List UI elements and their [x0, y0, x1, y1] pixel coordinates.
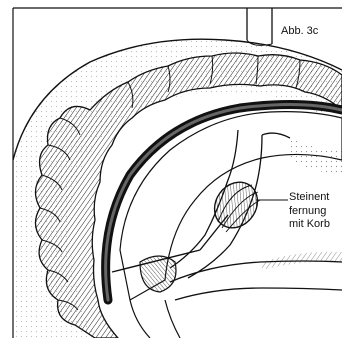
- lower-walls: [130, 300, 180, 338]
- callout-line-1: Steinent: [289, 191, 330, 205]
- callout-line-2: fernung: [289, 205, 330, 219]
- figure-label: Abb. 3c: [281, 25, 318, 37]
- esophagus-tube: [247, 8, 272, 45]
- stone-removal-callout: Steinent fernung mit Korb: [289, 191, 330, 232]
- pancreatic-duct: [170, 261, 342, 300]
- callout-line-3: mit Korb: [289, 218, 330, 232]
